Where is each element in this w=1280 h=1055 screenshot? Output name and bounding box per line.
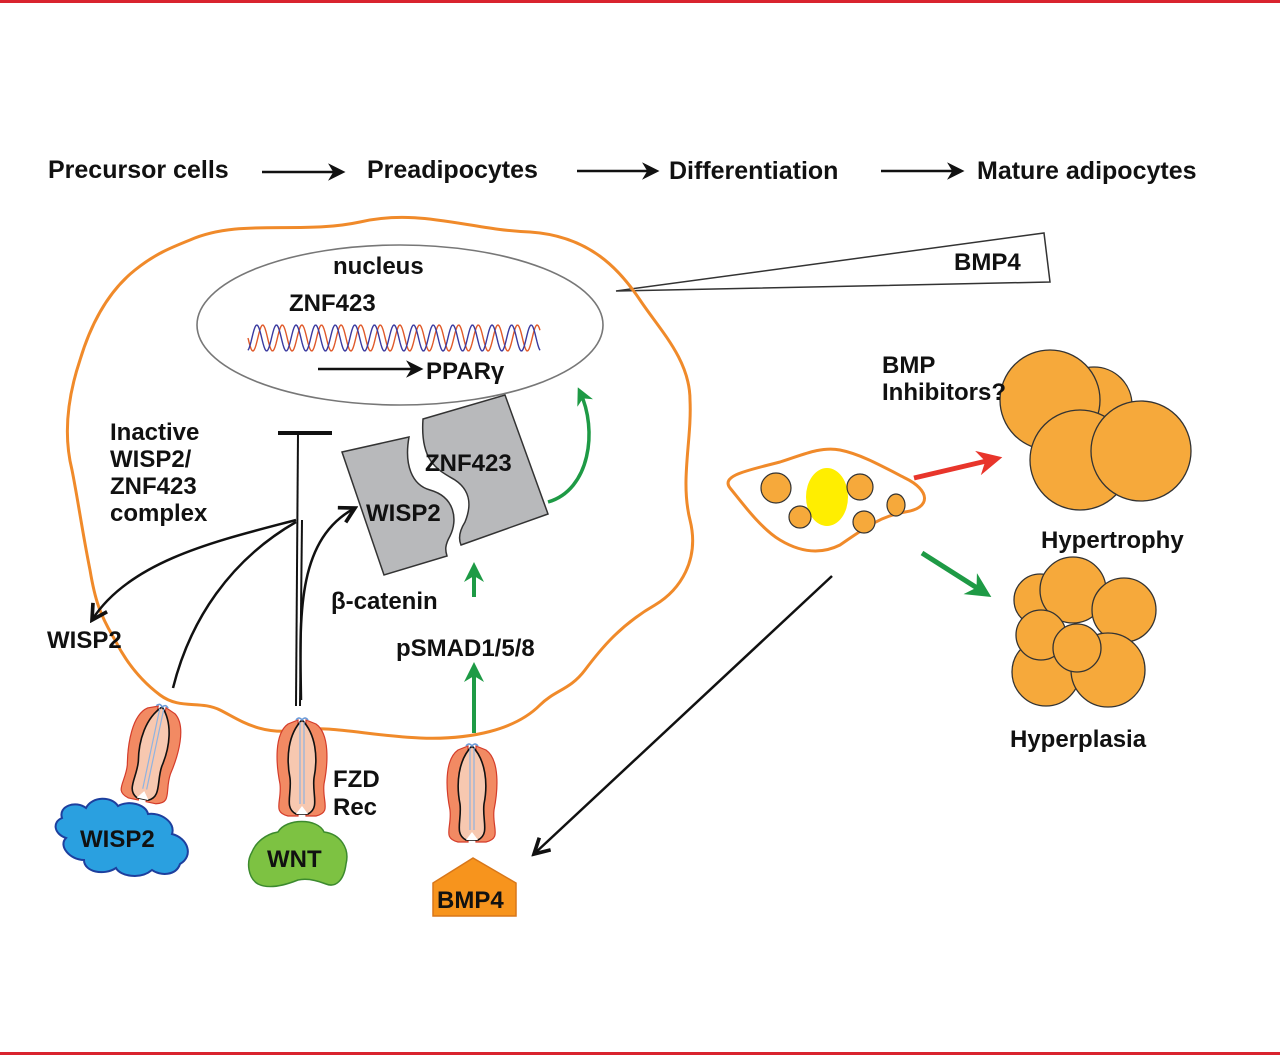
complex-to-pparg-arrow [547,387,594,504]
preadipocyte-cell-outline [65,215,695,740]
frame-border-top [0,0,1280,3]
inactive-complex-line-4: complex [110,500,208,527]
stage-differentiation: Differentiation [669,157,838,185]
beta-catenin-arrow [299,508,355,701]
wisp2-receptor-icon [116,699,188,807]
inactive-complex-line-2: WISP2/ [110,446,192,473]
hyperplasia-arrow [920,550,992,598]
beta-catenin-label: β-catenin [331,588,438,615]
pparg-label: PPARγ [426,358,505,385]
znf423-gene-binder-label: ZNF423 [289,290,376,317]
hypertrophy-label: Hypertrophy [1041,527,1184,554]
lipid-droplet [788,505,812,529]
bmp-inhibitors-line-1: BMP [882,352,935,379]
frame-border-bottom [0,1052,1280,1055]
adipocyte-nucleus [806,468,848,526]
wnt-ligand-label: WNT [267,846,322,873]
wisp2-complex-piece [341,436,455,576]
fzd-receptor-icon [276,717,328,817]
inactive-complex-line-3: ZNF423 [110,473,197,500]
stage-mature-adipocytes: Mature adipocytes [977,157,1197,185]
lipid-droplet [886,493,906,517]
bmp4-ligand-shape [432,857,517,917]
stage-precursor-cells: Precursor cells [48,156,229,184]
inhibition-line-left [295,432,299,707]
dna-strand-b [247,324,541,352]
psmad-label: pSMAD1/5/8 [396,635,535,662]
bmp-receptor-icon [446,743,498,843]
lipid-droplet [852,510,876,534]
bmp4-gradient-label: BMP4 [954,249,1021,276]
wnt-ligand-shape [247,820,348,888]
hypertrophy-arrow [913,450,1003,481]
lipid-droplet [846,473,874,501]
bmp4-ligand-label: BMP4 [437,887,504,914]
hyperplasia-cluster [1011,556,1157,708]
wisp2-receptor-signal-line [171,520,297,689]
complex-wisp2-label: WISP2 [366,500,441,527]
wisp2-ligand-cloud [54,797,189,877]
fzd-label-line-2: Rec [333,794,377,821]
dna-helix [247,324,541,352]
hyperplasia-label: Hyperplasia [1010,726,1147,753]
znf423-complex-piece [421,394,549,546]
adipocyte-to-bmp4-arrow [534,575,833,854]
stage-preadipocytes: Preadipocytes [367,156,538,184]
bmp-inhibitors-line-2: Inhibitors? [882,379,1006,406]
fzd-label-line-1: FZD [333,766,380,793]
wisp2-secretion-arrow [92,518,297,620]
secreted-wisp2-label: WISP2 [47,627,122,654]
dna-strand-a [247,324,541,352]
wisp2-ligand-label: WISP2 [80,826,155,853]
lipid-droplet [760,472,792,504]
complex-znf423-label: ZNF423 [425,450,512,477]
bmp4-gradient-wedge [615,232,1051,292]
inactive-complex-line-1: Inactive [110,419,199,446]
hypertrophy-cluster [999,349,1192,511]
nucleus-label: nucleus [333,253,424,280]
